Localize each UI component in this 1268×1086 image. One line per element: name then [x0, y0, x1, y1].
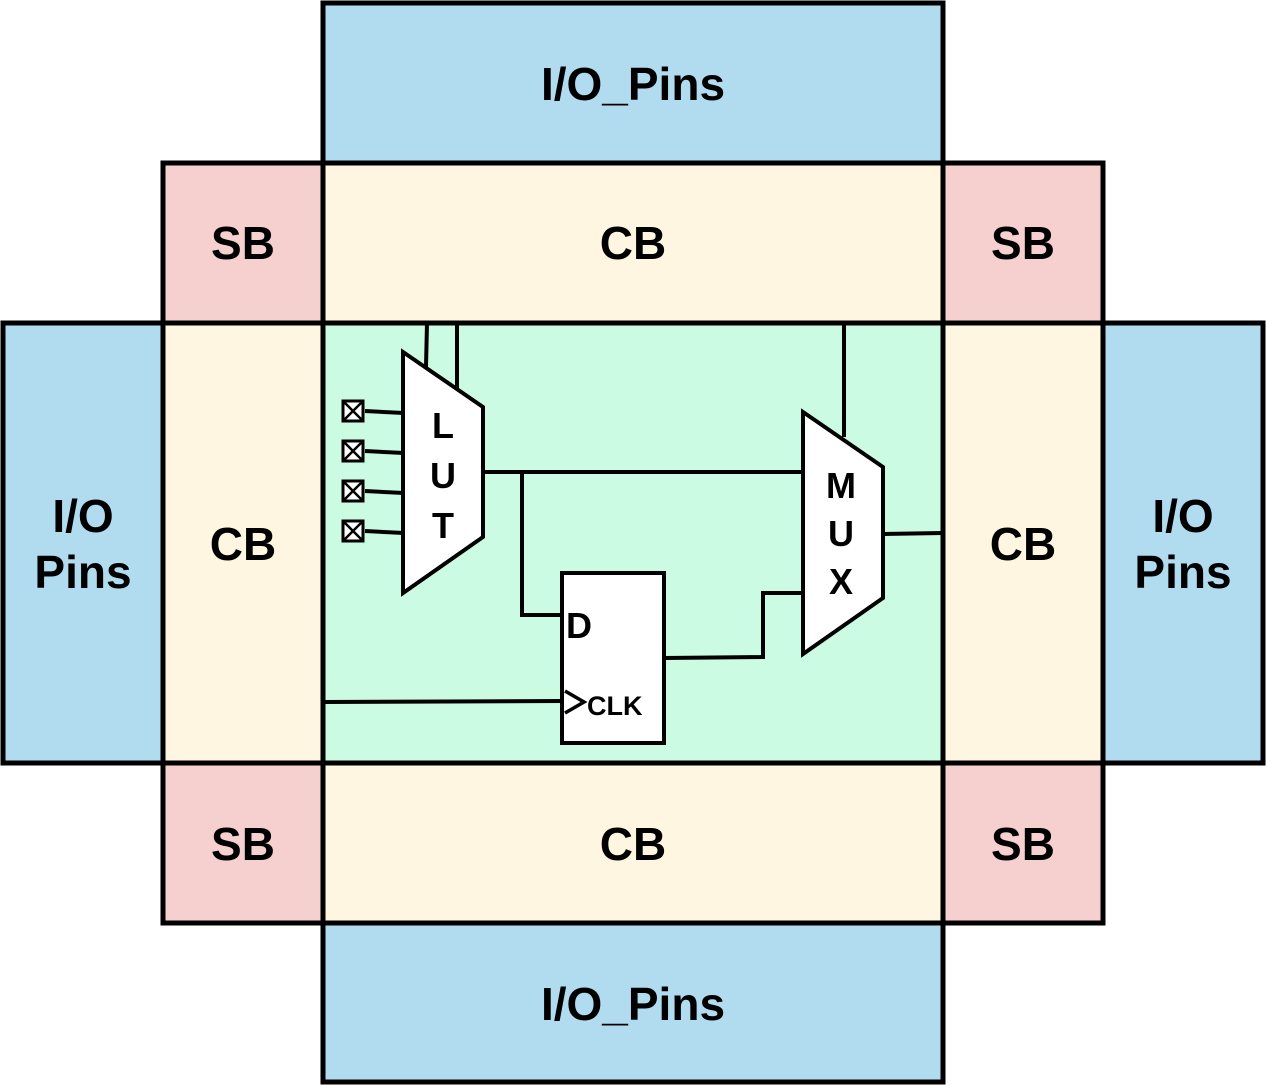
flip-flop-clk-label: CLK: [587, 691, 643, 721]
io-right-label-line1: I/O: [1152, 490, 1213, 542]
cb-top-label: CB: [600, 217, 666, 269]
mux-label-u: U: [828, 513, 854, 554]
cb-bottom-label: CB: [600, 818, 666, 870]
crossed-box-icon: [341, 399, 365, 423]
crossed-box-icon: [341, 479, 365, 503]
io-pins-right: [1100, 320, 1266, 766]
io-top-label: I/O_Pins: [541, 58, 725, 110]
connection-block-right: [940, 320, 1106, 766]
flip-flop: [560, 571, 666, 745]
wires: [322, 322, 944, 704]
mux-shape: [801, 408, 885, 658]
io-left-label-line1: I/O: [52, 490, 113, 542]
flip-flop-d-label: D: [566, 605, 592, 646]
sb-bottom-left-label: SB: [211, 818, 275, 870]
io-pins-bottom: [320, 919, 946, 1085]
io-pins-left: [0, 320, 166, 766]
switch-block-bottom-left: [160, 760, 326, 926]
connection-block-bottom: [320, 760, 946, 926]
lut-shape: [401, 348, 485, 597]
sb-top-left-label: SB: [211, 217, 275, 269]
lut-label-u: U: [430, 455, 456, 496]
mux-label-x: X: [829, 561, 853, 602]
sb-bottom-right-label: SB: [991, 818, 1055, 870]
connection-block-left: [160, 320, 326, 766]
crossed-box-icon: [341, 519, 365, 543]
cb-left-label: CB: [210, 518, 276, 570]
switch-block-top-right: [940, 160, 1106, 326]
mux-label-m: M: [826, 465, 856, 506]
clock-triangle-icon: [564, 689, 588, 715]
crossed-box-icon: [341, 439, 365, 463]
io-bottom-label: I/O_Pins: [541, 978, 725, 1030]
sb-top-right-label: SB: [991, 217, 1055, 269]
io-right-label-line2: Pins: [1134, 546, 1231, 598]
lut-label-l: L: [432, 405, 454, 446]
io-left-label-line2: Pins: [34, 546, 131, 598]
lut-label-t: T: [432, 505, 454, 546]
io-pins-top: [320, 0, 946, 166]
cb-right-label: CB: [990, 518, 1056, 570]
